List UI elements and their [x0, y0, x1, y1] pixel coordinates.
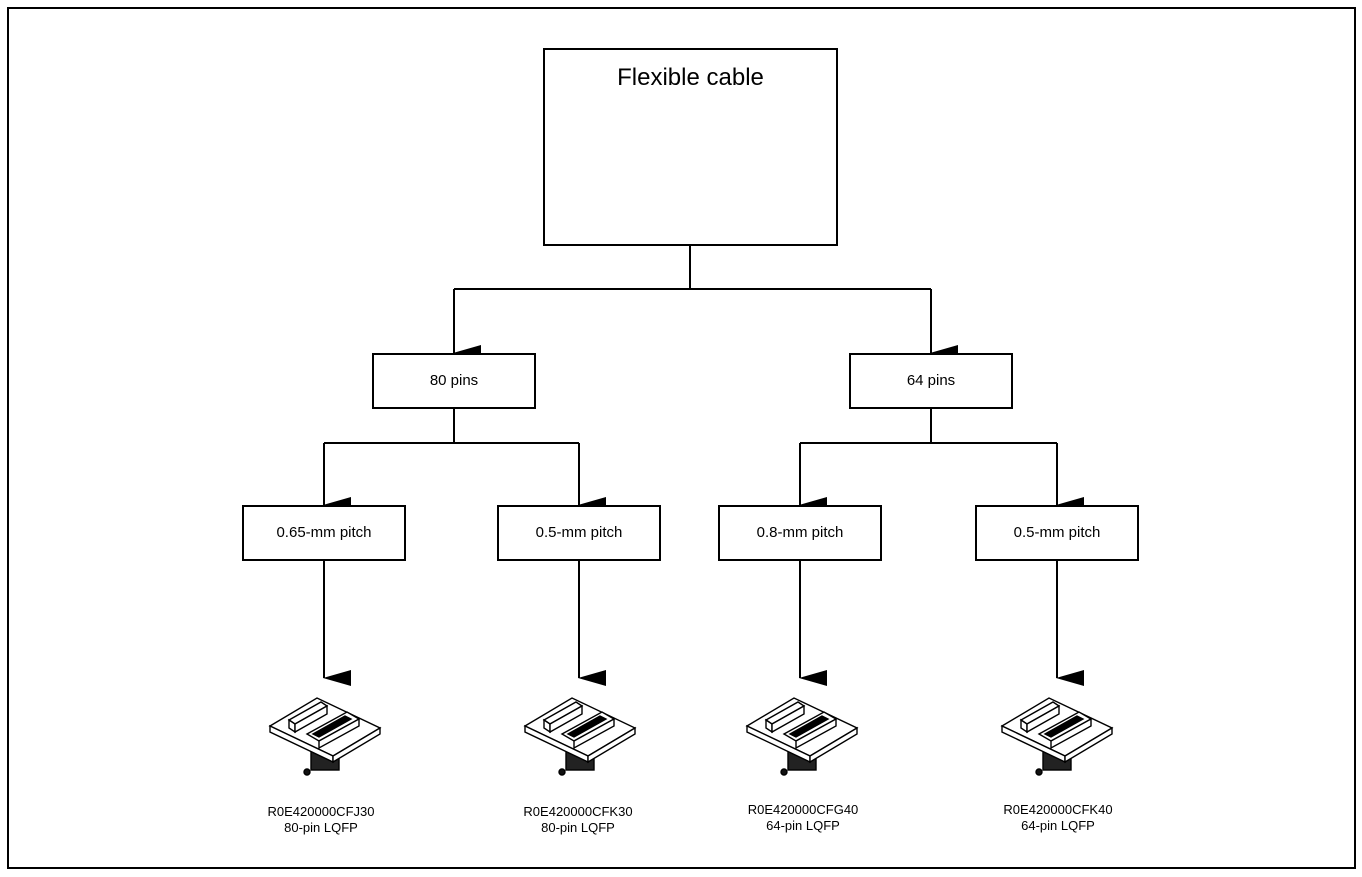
- converter-board-icon: [745, 697, 859, 776]
- pitch-label: 0.65-mm pitch: [276, 524, 372, 541]
- converter-board-icon: [523, 697, 637, 776]
- part-number: R0E420000CFG40: [747, 802, 859, 817]
- part-caption: R0E420000CFJ30 80-pin LQFP: [221, 804, 421, 836]
- converter-board-icon: [268, 697, 382, 776]
- part-number: R0E420000CFK40: [1003, 802, 1113, 817]
- pitch-label: 0.8-mm pitch: [756, 524, 844, 541]
- part-caption: R0E420000CFK30 80-pin LQFP: [478, 804, 678, 836]
- converter-board-icon: [1000, 697, 1114, 776]
- package-type: 64-pin LQFP: [766, 818, 840, 833]
- pitch-label: 0.5-mm pitch: [535, 524, 623, 541]
- pitch-label: 0.5-mm pitch: [1013, 524, 1101, 541]
- pitch-box-0-8: 0.8-mm pitch: [718, 505, 882, 561]
- pins-80-label: 80 pins: [429, 372, 479, 389]
- part-caption: R0E420000CFK40 64-pin LQFP: [958, 802, 1158, 834]
- diagram-frame: [7, 7, 1356, 869]
- package-type: 80-pin LQFP: [541, 820, 615, 835]
- part-number: R0E420000CFJ30: [267, 804, 375, 819]
- part-caption: R0E420000CFG40 64-pin LQFP: [703, 802, 903, 834]
- flexible-cable-box: Flexible cable: [543, 48, 838, 246]
- pins-64-box: 64 pins: [849, 353, 1013, 409]
- pitch-box-0-5-b: 0.5-mm pitch: [975, 505, 1139, 561]
- pitch-box-0-5-a: 0.5-mm pitch: [497, 505, 661, 561]
- pitch-box-0-65: 0.65-mm pitch: [242, 505, 406, 561]
- package-type: 80-pin LQFP: [284, 820, 358, 835]
- flexible-cable-label: Flexible cable: [617, 64, 764, 91]
- part-number: R0E420000CFK30: [523, 804, 633, 819]
- package-type: 64-pin LQFP: [1021, 818, 1095, 833]
- pins-64-label: 64 pins: [906, 372, 956, 389]
- pins-80-box: 80 pins: [372, 353, 536, 409]
